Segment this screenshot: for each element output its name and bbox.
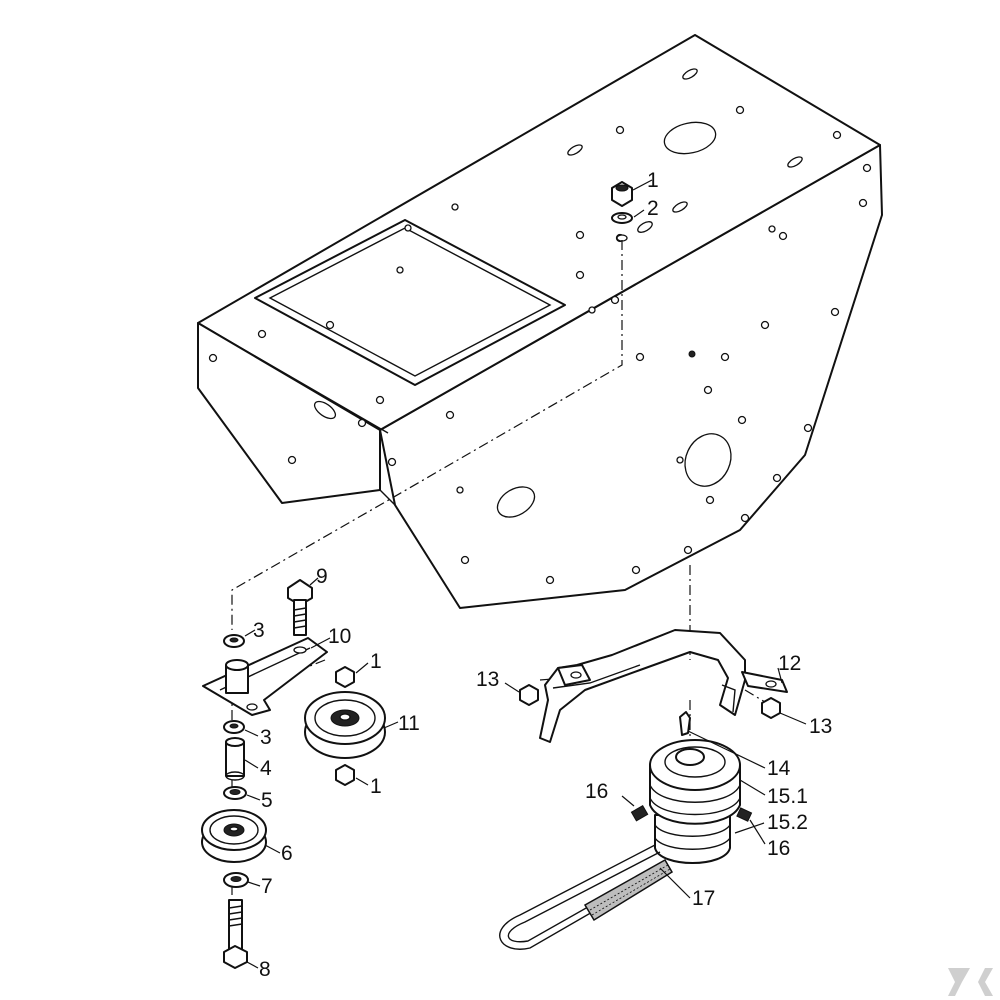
- callout-17: 17: [692, 887, 715, 910]
- idler-pulley: [304, 666, 386, 786]
- callout-1: 1: [370, 650, 382, 673]
- callout-5: 5: [261, 789, 273, 812]
- clutch-pulley: [630, 711, 753, 864]
- callout-6: 6: [281, 842, 293, 865]
- callout-2: 2: [647, 197, 659, 220]
- callout-10: 10: [328, 625, 351, 648]
- callout-16: 16: [585, 780, 608, 803]
- top-nut-and-washer: [611, 181, 633, 242]
- drive-belt: [499, 844, 674, 950]
- callout-15-2: 15.2: [767, 811, 808, 834]
- tensioner-assembly: [201, 579, 328, 969]
- callout-12: 12: [778, 652, 801, 675]
- callout-7: 7: [261, 875, 273, 898]
- callout-11: 11: [398, 712, 420, 735]
- callout-labels: 1 2 9 3 10 1 11 3 4 1 5 6 7 8 13 12 13 1…: [253, 169, 832, 981]
- callout-8: 8: [259, 958, 271, 981]
- callout-3: 3: [253, 619, 265, 642]
- callout-4: 4: [260, 757, 272, 780]
- brand-logo-icon: [948, 968, 993, 996]
- callout-1: 1: [370, 775, 382, 798]
- callout-16: 16: [767, 837, 790, 860]
- callout-14: 14: [767, 757, 791, 780]
- callout-13: 13: [809, 715, 832, 738]
- callout-15-1: 15.1: [767, 785, 808, 808]
- frame-housing: [197, 34, 883, 609]
- callout-leaders: [244, 179, 807, 969]
- belt-guard: [519, 629, 788, 743]
- callout-3: 3: [260, 726, 272, 749]
- callout-1: 1: [647, 169, 659, 192]
- callout-13: 13: [476, 668, 499, 691]
- callout-9: 9: [316, 565, 328, 588]
